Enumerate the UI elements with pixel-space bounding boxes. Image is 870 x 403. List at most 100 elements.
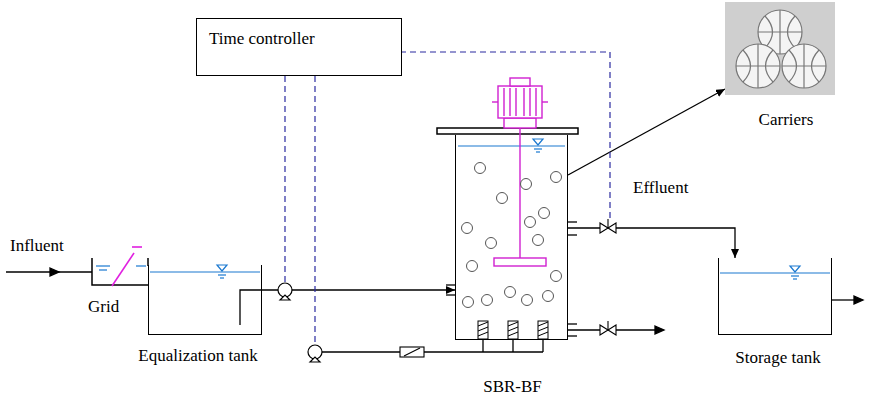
carrier-ball: [462, 223, 473, 234]
outlet-stub: [568, 222, 577, 336]
carrier-ball: [497, 193, 508, 204]
carrier-ball: [551, 172, 562, 183]
inlet-stub: [446, 285, 455, 295]
carrier-ball: [482, 295, 493, 306]
water-level: [720, 272, 830, 273]
valve: [607, 321, 608, 330]
water-level: [150, 139, 830, 279]
carrier-ball: [543, 291, 554, 302]
stirrer-motor: [492, 101, 498, 102]
box-label: Time controller: [209, 29, 389, 49]
node-caption: SBR-BF: [483, 377, 542, 397]
storage-tank: Storage tank: [718, 258, 832, 335]
node-caption: Equalization tank: [138, 346, 257, 366]
flow-meter: [404, 348, 420, 356]
control-signal: [285, 52, 610, 344]
control-signal: [284, 76, 285, 282]
reactor-vessel: SBR-BF: [455, 135, 568, 340]
carrier-ball: [521, 179, 532, 190]
valve: [607, 219, 608, 228]
stirrer-motor: [498, 86, 542, 118]
stirrer-motor: [504, 118, 536, 128]
inlet-stub: [446, 294, 455, 295]
stirrer-motor: [519, 128, 520, 258]
carrier-ball: [551, 271, 562, 282]
control-signal: [400, 52, 610, 219]
carrier-ball: [462, 163, 562, 308]
water-level: [458, 145, 565, 146]
feed-pump: [278, 283, 292, 300]
influent-pipe: [6, 268, 92, 276]
stream-label: Effluent: [633, 178, 688, 198]
inflow-channel: [92, 258, 148, 285]
carrier-ball: [522, 295, 533, 306]
channel-water: [96, 266, 146, 270]
storage-outlet: [832, 296, 863, 304]
water-level: [220, 277, 224, 278]
stirrer-motor: [504, 88, 536, 116]
channel-water: [96, 265, 110, 266]
stirrer-motor: [542, 101, 548, 102]
carrier-ball: [505, 287, 516, 298]
equalization-tank: Equalization tank: [148, 265, 262, 335]
carrier-ball: [467, 261, 478, 272]
air-diffuser: [478, 321, 548, 339]
air-pump: [310, 357, 320, 362]
air-pipe: [322, 340, 543, 352]
influent-pipe: [50, 268, 59, 276]
water-level: [790, 266, 800, 272]
grid-screen: [132, 246, 142, 248]
carrier-photo-image: [782, 44, 826, 88]
air-pipe: [322, 351, 400, 352]
valve: [600, 219, 616, 335]
water-level: [217, 265, 227, 271]
water-level: [793, 278, 797, 279]
influent-pipe: [6, 271, 92, 272]
flow-meter: [400, 347, 424, 357]
outlet-stub: [568, 323, 577, 324]
water-level: [534, 148, 542, 149]
water-level: [533, 139, 543, 145]
drain-pipe: [655, 326, 664, 334]
node-caption: Storage tank: [735, 348, 820, 368]
water-level: [150, 271, 260, 272]
outlet-stub: [568, 221, 577, 222]
outlet-stub: [568, 234, 577, 235]
suction-pipe: [240, 290, 262, 325]
stirrer-motor: [494, 258, 546, 266]
reactor-lid: [437, 128, 578, 134]
water-level: [791, 275, 799, 276]
carrier-photo-image: [725, 2, 835, 95]
outlet-stub: [568, 335, 577, 336]
carrier-ball: [533, 235, 544, 246]
carrier-ball: [475, 163, 486, 174]
feed-pump: [280, 295, 290, 300]
air-diffuser: [478, 322, 548, 336]
carrier-photo-image: [782, 44, 826, 88]
storage-outlet: [854, 296, 863, 304]
stirrer-motor: [510, 78, 530, 86]
channel-water: [136, 265, 146, 266]
grid-screen: [112, 253, 134, 286]
carrier-photo-image: [736, 44, 780, 88]
grid-screen: [112, 247, 142, 286]
stream-label: Influent: [10, 236, 64, 256]
channel-water: [99, 269, 107, 270]
carrier-photo-image: [736, 44, 780, 88]
pipe-connector: [568, 228, 735, 258]
water-level: [218, 274, 226, 275]
node-caption: Carriers: [759, 110, 814, 130]
carrier-photo: Carriers: [725, 2, 835, 95]
reactor-lid: [437, 128, 578, 134]
air-pump: [308, 345, 322, 362]
leader-arrow: [568, 89, 725, 175]
control-signal: [314, 76, 315, 344]
air-pipe: [542, 340, 543, 352]
air-pipe: [512, 340, 513, 352]
part-label: Grid: [88, 297, 119, 317]
control-box: Time controller: [196, 18, 402, 76]
flow-meter: [400, 347, 424, 357]
inflow-channel: [92, 258, 148, 285]
drain-pipe: [568, 326, 664, 334]
